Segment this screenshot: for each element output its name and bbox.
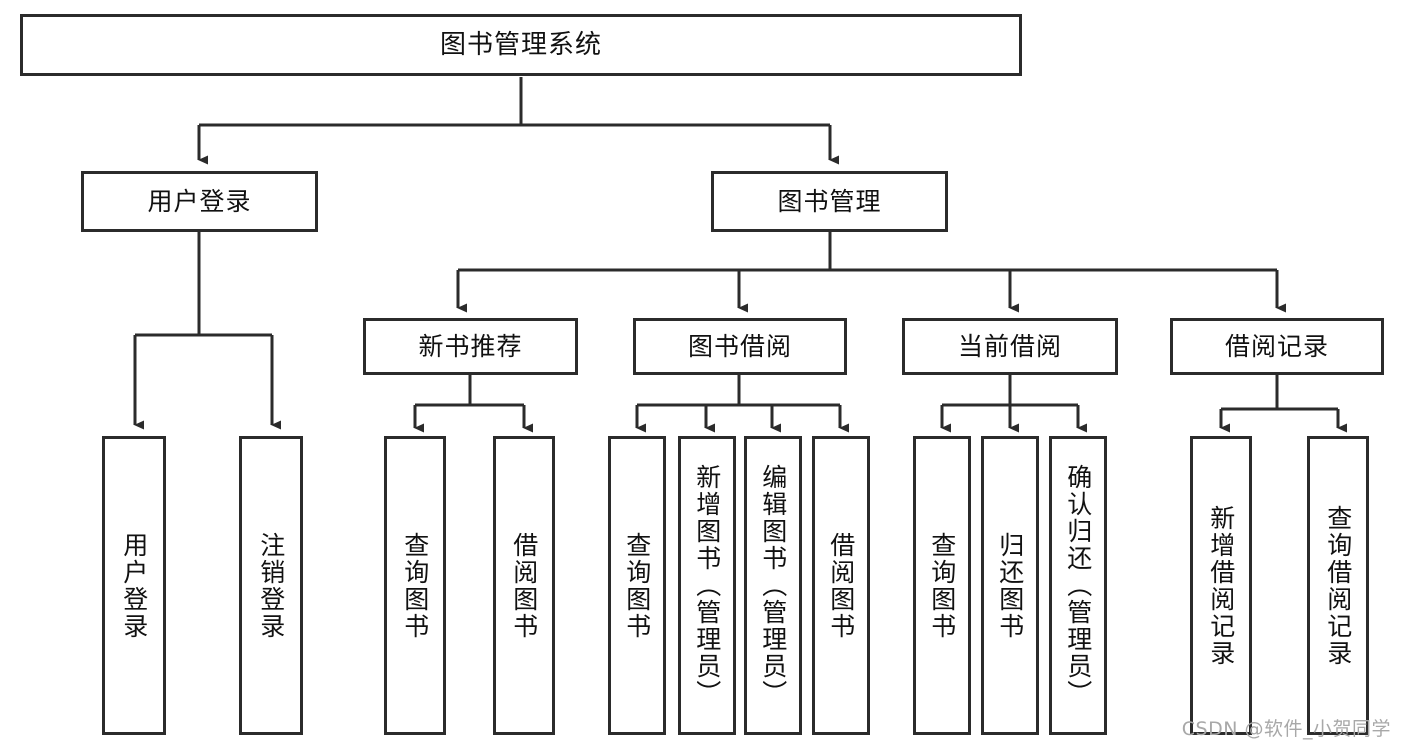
node-leaf-user-login[interactable]: 用户登录 bbox=[102, 436, 166, 735]
node-leaf-borrow-book-1[interactable]: 借阅图书 bbox=[493, 436, 555, 735]
leaf-label: 查询图书 bbox=[927, 531, 957, 640]
node-leaf-confirm-return[interactable]: 确认归还（管理员） bbox=[1049, 436, 1107, 735]
node-leaf-return-book[interactable]: 归还图书 bbox=[981, 436, 1039, 735]
leaf-label: 编辑图书（管理员） bbox=[758, 464, 788, 707]
leaf-label: 注销登录 bbox=[256, 531, 286, 640]
leaf-label: 归还图书 bbox=[995, 531, 1025, 640]
node-user-login[interactable]: 用户登录 bbox=[81, 171, 318, 232]
node-leaf-user-logout[interactable]: 注销登录 bbox=[239, 436, 303, 735]
leaf-label: 借阅图书 bbox=[509, 531, 539, 640]
leaf-label: 新增借阅记录 bbox=[1206, 504, 1236, 667]
node-leaf-edit-book[interactable]: 编辑图书（管理员） bbox=[744, 436, 802, 735]
node-leaf-add-record[interactable]: 新增借阅记录 bbox=[1190, 436, 1252, 735]
leaf-label: 确认归还（管理员） bbox=[1063, 464, 1093, 707]
node-root-system[interactable]: 图书管理系统 bbox=[20, 14, 1022, 76]
leaf-label: 新增图书（管理员） bbox=[692, 464, 722, 707]
node-leaf-query-record[interactable]: 查询借阅记录 bbox=[1307, 436, 1369, 735]
node-leaf-add-book[interactable]: 新增图书（管理员） bbox=[678, 436, 736, 735]
node-current-borrow[interactable]: 当前借阅 bbox=[902, 318, 1118, 375]
leaf-label: 查询图书 bbox=[400, 531, 430, 640]
node-new-book-recommend[interactable]: 新书推荐 bbox=[363, 318, 578, 375]
node-leaf-query-book-1[interactable]: 查询图书 bbox=[384, 436, 446, 735]
node-leaf-borrow-book-2[interactable]: 借阅图书 bbox=[812, 436, 870, 735]
leaf-label: 查询借阅记录 bbox=[1323, 504, 1353, 667]
node-borrow-record[interactable]: 借阅记录 bbox=[1170, 318, 1384, 375]
watermark-text: CSDN @软件_小贺同学 bbox=[1181, 718, 1391, 740]
node-leaf-query-book-2[interactable]: 查询图书 bbox=[608, 436, 666, 735]
node-book-borrow[interactable]: 图书借阅 bbox=[633, 318, 847, 375]
node-leaf-query-book-3[interactable]: 查询图书 bbox=[913, 436, 971, 735]
leaf-label: 查询图书 bbox=[622, 531, 652, 640]
node-book-manage[interactable]: 图书管理 bbox=[711, 171, 948, 232]
leaf-label: 用户登录 bbox=[119, 531, 149, 640]
leaf-label: 借阅图书 bbox=[826, 531, 856, 640]
